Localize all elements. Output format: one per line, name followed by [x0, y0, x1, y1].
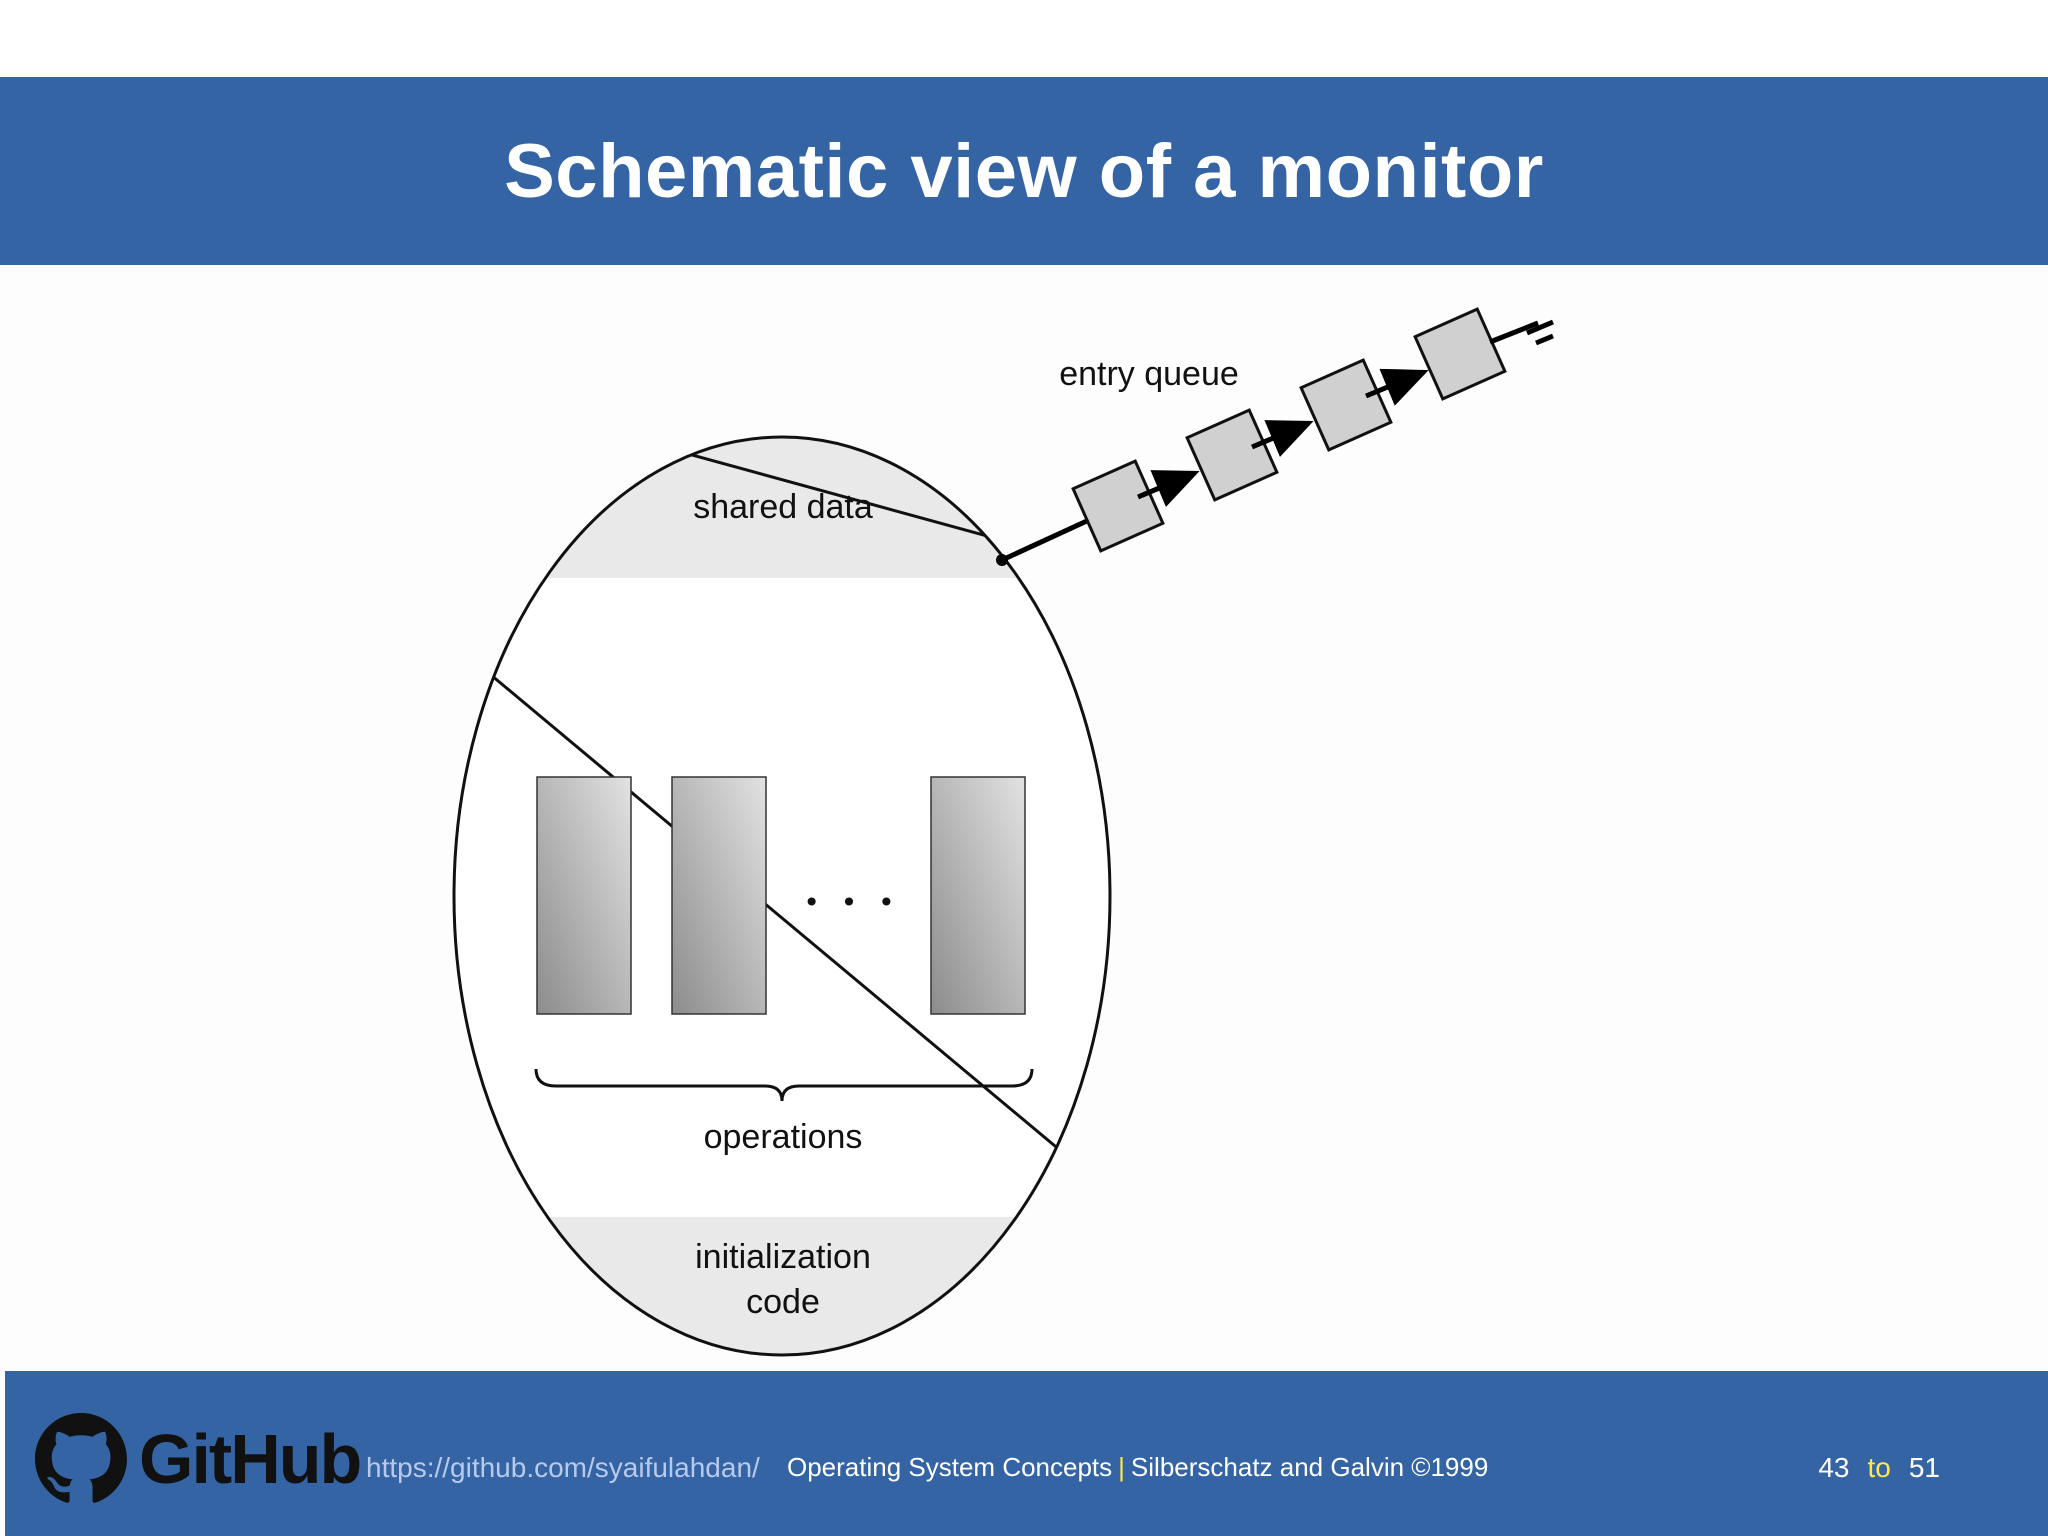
monitor-diagram-svg: shared data • • • operations initializat… — [452, 307, 1554, 1357]
queue-link-1 — [1137, 470, 1200, 507]
queue-node-1 — [1071, 459, 1165, 553]
title-banner: Schematic view of a monitor — [0, 77, 2048, 265]
operation-box-2 — [671, 776, 767, 1015]
operation-box-1 — [536, 776, 632, 1015]
entry-link-0 — [1000, 517, 1091, 563]
queue-node-3 — [1299, 358, 1393, 452]
ellipsis-label: • • • — [803, 886, 900, 919]
operations-brace — [534, 1068, 1034, 1102]
github-wordmark: GitHub — [139, 1420, 362, 1498]
monitor-boundary — [454, 437, 1110, 1355]
queue-link-2 — [1251, 420, 1314, 457]
footer-github-url[interactable]: https://github.com/syaifulahdan/ — [366, 1452, 760, 1483]
queue-node-2 — [1185, 408, 1279, 502]
shared-data-label: shared data — [693, 488, 873, 526]
github-octocat-icon — [35, 1413, 127, 1503]
operation-box-n — [930, 776, 1026, 1015]
slide-footer: GitHub https://github.com/syaifulahdan/ … — [5, 1371, 2048, 1536]
queue-link-3 — [1365, 368, 1429, 406]
queue-node-4 — [1413, 307, 1507, 401]
footer-authors: Silberschatz and Galvin ©1999 — [1130, 1452, 1489, 1482]
queue-null-terminator — [1489, 319, 1554, 346]
page-current: 43 — [1818, 1452, 1850, 1483]
shared-data-divider — [454, 437, 1110, 580]
footer-book-title: Operating System Concepts — [787, 1452, 1113, 1482]
monitor-diagram: shared data • • • operations initializat… — [0, 265, 2048, 1371]
slide-title: Schematic view of a monitor — [504, 128, 1544, 214]
operations-label: operations — [704, 1118, 863, 1156]
page-total: 51 — [1908, 1452, 1940, 1483]
initialization-label-line2: code — [746, 1283, 820, 1321]
entry-queue-label: entry queue — [1059, 355, 1239, 393]
page-to: to — [1867, 1452, 1891, 1483]
footer-citation: Operating System Concepts|Silberschatz a… — [787, 1452, 1488, 1483]
initialization-divider — [454, 437, 1110, 1219]
github-logo[interactable]: GitHub — [35, 1413, 362, 1504]
footer-separator: | — [1118, 1452, 1125, 1482]
initialization-label-line1: initialization — [695, 1238, 871, 1276]
page-indicator: 43 to 51 — [1818, 1452, 1940, 1484]
